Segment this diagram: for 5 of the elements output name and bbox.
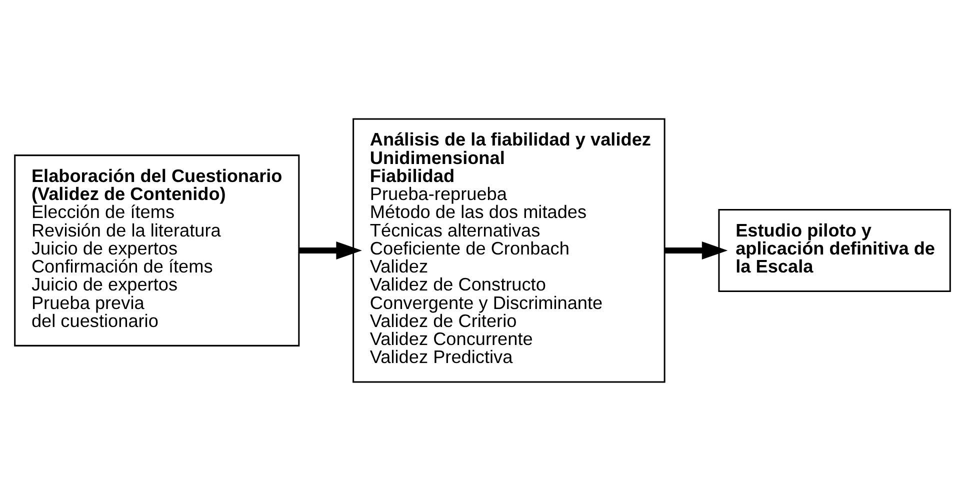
arrow bbox=[299, 241, 362, 260]
node-box: Estudio piloto y aplicación definitiva de la Escala bbox=[718, 208, 951, 292]
node-box: Elaboración del Cuestionario (Validez de Contenido) Elección de ítems Revisión de la literatura Juicio de expertos Confirmación de ítems Juicio de expertos Prueba previa del cuestionario bbox=[14, 154, 300, 346]
arrow bbox=[664, 241, 728, 260]
node-box: Análisis de la fiabilidad y validez Unidimensional Fiabilidad Prueba-reprueba Método de las dos mitades Técnicas alternativas Coeficiente de Cronbach Validez Validez de Constructo Convergente y Discriminante Validez de Criterio Validez Concurrente Validez Predictiva bbox=[352, 118, 666, 383]
